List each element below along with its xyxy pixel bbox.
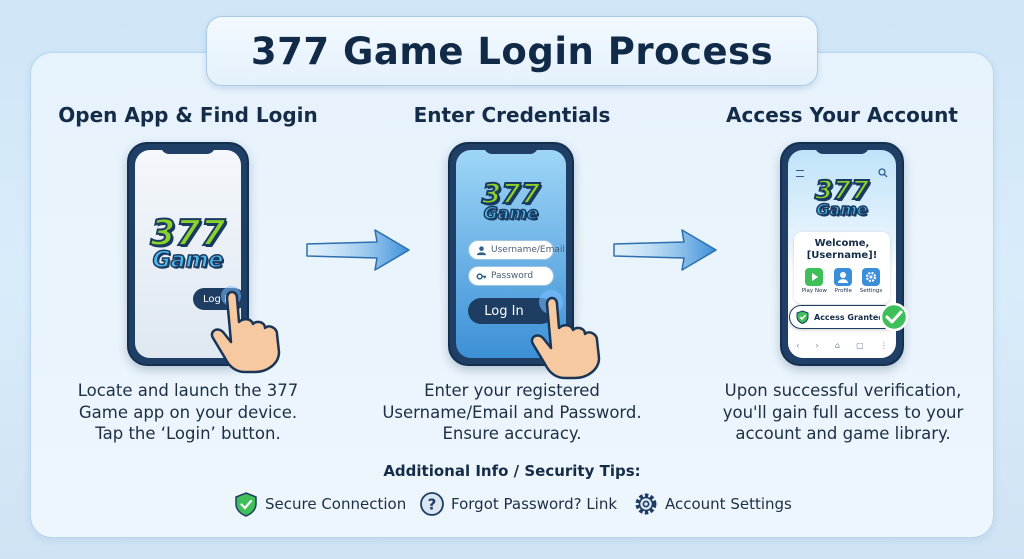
description-line: account and game library. <box>735 424 951 443</box>
phone-2-screen: 377 Game Username/Email Password Log In <box>456 150 566 358</box>
phone-notch <box>161 144 215 154</box>
login-button-label: Log In <box>484 303 524 319</box>
game-logo: 377 Game <box>135 213 241 273</box>
back-icon[interactable]: ‹ <box>796 341 800 350</box>
description-line: Tap the ‘Login’ button. <box>95 424 281 443</box>
check-circle-icon <box>879 302 909 332</box>
welcome-text: Welcome, [Username]! <box>794 232 890 262</box>
settings-button[interactable]: Settings <box>859 268 883 294</box>
search-icon[interactable] <box>878 168 888 178</box>
password-field[interactable]: Password <box>468 266 554 286</box>
username-placeholder: Username/Email <box>491 245 565 255</box>
logo-number: 377 <box>814 176 870 206</box>
profile-label: Profile <box>834 288 852 294</box>
welcome-card: Welcome, [Username]! Play Now Profile Se… <box>794 232 890 304</box>
more-icon[interactable]: ⋮ <box>879 341 888 350</box>
shield-check-icon <box>235 492 257 517</box>
gear-icon <box>635 493 657 515</box>
tip-secure-connection: Secure Connection <box>233 491 406 517</box>
logo-number: 377 <box>149 213 226 254</box>
page-title: 377 Game Login Process <box>250 29 774 73</box>
step-2-heading: Enter Credentials <box>413 103 611 127</box>
arrow-right-icon <box>306 229 410 271</box>
phone-notch <box>484 144 538 154</box>
svg-text:?: ? <box>428 496 437 514</box>
tip-label: Forgot Password? Link <box>451 495 618 513</box>
tip-account-settings[interactable]: Account Settings <box>633 491 792 517</box>
access-granted-label: Access Granted <box>814 312 884 322</box>
menu-icon[interactable] <box>796 170 804 177</box>
bottom-nav: ‹ › ⌂ ▢ ⋮ <box>788 341 896 350</box>
user-icon <box>476 246 487 256</box>
play-now-button[interactable]: Play Now <box>802 268 827 294</box>
forward-icon[interactable]: › <box>815 341 819 350</box>
logo-word: Game <box>152 248 224 273</box>
title-banner: 377 Game Login Process <box>206 16 818 86</box>
username-line: [Username]! <box>806 250 878 261</box>
tip-forgot-password[interactable]: ? Forgot Password? Link <box>419 491 617 517</box>
logo-word: Game <box>816 200 869 219</box>
profile-icon <box>834 268 853 286</box>
step-2-description: Enter your registered Username/Email and… <box>372 380 652 445</box>
key-icon <box>476 273 487 280</box>
description-line: Ensure accuracy. <box>442 424 582 443</box>
question-circle-icon: ? <box>420 492 444 516</box>
step-1-description: Locate and launch the 377 Game app on yo… <box>48 380 328 445</box>
gear-icon <box>862 268 880 286</box>
description-line: you'll gain full access to your <box>722 402 964 422</box>
pointing-hand-icon <box>530 290 601 380</box>
password-placeholder: Password <box>491 271 534 281</box>
pointing-hand-icon <box>210 286 281 374</box>
arrow-right-icon <box>613 229 717 271</box>
phone-notch <box>815 144 869 154</box>
profile-button[interactable]: Profile <box>834 268 853 294</box>
login-button-label: Log In <box>203 293 234 305</box>
welcome-line: Welcome, <box>814 238 870 249</box>
step-3-heading: Access Your Account <box>726 103 958 127</box>
tip-label: Account Settings <box>665 495 792 513</box>
phone-step-1: 377 Game Log In <box>127 142 249 366</box>
description-line: Game app on your device. <box>78 402 298 422</box>
play-icon <box>805 268 824 286</box>
logo-word: Game <box>483 204 539 224</box>
description-line: Locate and launch the 377 <box>77 381 299 400</box>
tip-label: Secure Connection <box>265 495 407 513</box>
description-line: Username/Email and Password. <box>382 402 642 422</box>
username-field[interactable]: Username/Email <box>468 240 565 260</box>
game-logo: 377 Game <box>788 176 896 219</box>
description-line: Enter your registered <box>424 381 600 400</box>
game-logo: 377 Game <box>456 177 566 224</box>
home-icon[interactable]: ⌂ <box>834 341 840 350</box>
tips-heading: Additional Info / Security Tips: <box>383 462 641 480</box>
settings-label: Settings <box>859 288 883 294</box>
step-3-description: Upon successful verification, you'll gai… <box>700 380 986 445</box>
tabs-icon[interactable]: ▢ <box>856 341 864 350</box>
play-now-label: Play Now <box>801 288 827 294</box>
phone-step-3: 377 Game Welcome, [Username]! Play Now P… <box>780 142 904 366</box>
description-line: Upon successful verification, <box>724 381 962 400</box>
step-1-heading: Open App & Find Login <box>58 103 318 127</box>
logo-number: 377 <box>481 177 541 210</box>
shield-check-icon <box>796 310 809 324</box>
